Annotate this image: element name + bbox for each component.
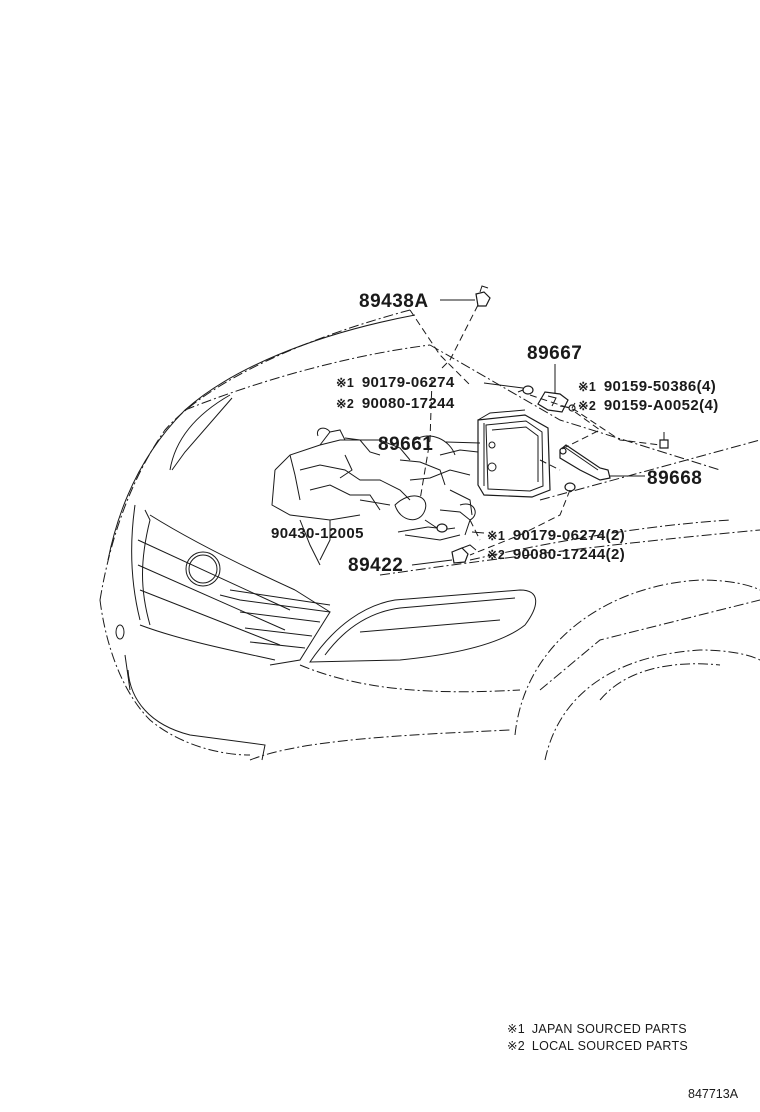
fastener-number: 90080-17244(2) — [513, 546, 625, 563]
ecu-part — [477, 409, 551, 498]
fastener-number: 90159-50386(4) — [604, 378, 716, 395]
fastener-label-right-upper-1: ※1 90159-50386(4) — [578, 378, 716, 395]
fastener-mark: ※2 — [487, 548, 505, 562]
reference-code: 847713A — [688, 1087, 739, 1101]
fastener-number: 90179-06274(2) — [513, 527, 625, 544]
fastener-label-left-upper-1: ※1 90179-06274 — [336, 374, 455, 391]
location-lines — [409, 304, 661, 556]
legend-mark: ※1 — [507, 1022, 525, 1036]
fasteners-drawn — [427, 285, 669, 564]
fastener-label-right-upper-2: ※2 90159-A0052(4) — [578, 397, 719, 414]
legend-item-local: ※2 LOCAL SOURCED PARTS — [507, 1039, 688, 1053]
part-label-90430-12005: 90430-12005 — [271, 525, 364, 542]
fastener-mark: ※2 — [578, 399, 596, 413]
part-label-89661: 89661 — [378, 434, 433, 455]
part-label-89668: 89668 — [647, 468, 702, 489]
fastener-mark: ※1 — [336, 376, 354, 390]
legend-item-japan: ※1 JAPAN SOURCED PARTS — [507, 1022, 687, 1036]
fastener-number: 90080-17244 — [362, 395, 455, 412]
fastener-label-left-upper-2: ※2 90080-17244 — [336, 395, 455, 412]
fastener-mark: ※1 — [578, 380, 596, 394]
bracket-89667-part — [537, 391, 576, 413]
part-label-89667: 89667 — [527, 343, 582, 364]
fastener-mark: ※1 — [487, 529, 505, 543]
fastener-number: 90179-06274 — [362, 374, 455, 391]
engine-sketch — [271, 427, 479, 566]
car-body-outline — [99, 309, 760, 761]
legend-mark: ※2 — [507, 1039, 525, 1053]
part-label-89422: 89422 — [348, 555, 403, 576]
part-label-89438A: 89438A — [359, 291, 429, 312]
fastener-label-lower-1: ※1 90179-06274(2) — [487, 527, 625, 544]
legend-text: JAPAN SOURCED PARTS — [532, 1022, 687, 1036]
fastener-number: 90159-A0052(4) — [604, 397, 719, 414]
leader-lines — [397, 299, 645, 566]
legend-text: LOCAL SOURCED PARTS — [532, 1039, 688, 1053]
bracket-89668-part — [559, 444, 611, 481]
legend: ※1 JAPAN SOURCED PARTS ※2 LOCAL SOURCED … — [507, 1022, 688, 1053]
fastener-label-lower-2: ※2 90080-17244(2) — [487, 546, 625, 563]
fastener-mark: ※2 — [336, 397, 354, 411]
